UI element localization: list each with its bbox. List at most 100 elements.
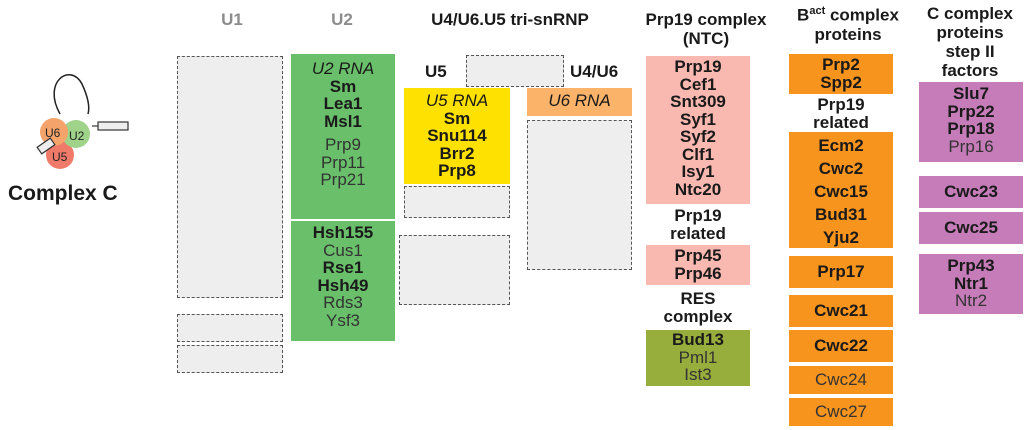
u6-rna-box: U6 RNA	[527, 88, 632, 116]
u2-protein-lea1: Lea1	[323, 94, 363, 113]
header-prp19-complex: Prp19 complex (NTC)	[626, 10, 786, 48]
header-c-line4: factors	[941, 61, 999, 80]
header-u1: U1	[221, 10, 243, 29]
u2-divider	[291, 219, 395, 221]
header-prp19-line2: (NTC)	[682, 29, 730, 48]
u5-protein-snu114: Snu114	[427, 126, 487, 145]
u5-protein-prp8: Prp8	[438, 161, 476, 180]
ntc-prp19-related-label: Prp19 related	[646, 207, 750, 242]
u1-absent-box-1	[177, 56, 283, 298]
u5-rna: U5 RNA	[425, 91, 489, 110]
cfactor-box-cwc23: Cwc23	[919, 176, 1023, 208]
icon-u6-label: U6	[45, 126, 61, 140]
bact-box-prp17: Prp17	[789, 256, 893, 288]
rna-strand-rect	[97, 121, 129, 131]
bact-box-cwc22: Cwc22	[789, 330, 893, 362]
u2-protein-prp9: Prp9	[325, 135, 361, 154]
header-tri-snrnp: U4/U6.U5 tri-snRNP	[431, 10, 589, 29]
bact-protein-cwc24: Cwc24	[815, 370, 867, 389]
cfactor-protein-ntr1: Ntr1	[953, 273, 988, 293]
u5-snrnp-box: U5 RNA Sm Snu114 Brr2 Prp8	[404, 88, 510, 184]
u5-protein-sm: Sm	[443, 108, 471, 128]
cfactor-box-slu7: Slu7 Prp22 Prp18 Prp16	[919, 82, 1023, 162]
icon-u5-label: U5	[52, 150, 68, 164]
u2-protein-rse1: Rse1	[322, 258, 364, 277]
ntc-related-box: Prp45 Prp46	[646, 245, 750, 285]
header-c-line1: C complex	[927, 4, 1013, 23]
res-complex-label: RES complex	[646, 290, 750, 325]
bact-protein-cwc2: Cwc2	[818, 159, 864, 178]
rna-strand-rect-2	[36, 137, 56, 155]
u2-protein-ysf3: Ysf3	[325, 310, 361, 330]
bact-protein-ecm2: Ecm2	[818, 136, 864, 155]
header-u2: U2	[331, 10, 353, 29]
ntc-protein-prp19: Prp19	[674, 57, 722, 76]
cfactor-protein-prp18: Prp18	[947, 119, 995, 138]
u6-circle	[40, 118, 68, 146]
bact-box-cwc27: Cwc27	[789, 398, 893, 426]
header-bact-sup: act	[809, 5, 826, 17]
u1-absent-box-3	[177, 345, 283, 373]
bact-protein-yju2: Yju2	[823, 228, 859, 247]
complex-c-label: Complex C	[8, 182, 118, 205]
u2-snrnp-box: U2 RNA Sm Lea1 Msl1 Prp9 Prp11 Prp21 Hsh…	[291, 54, 395, 341]
bact-protein-cwc22: Cwc22	[814, 336, 868, 355]
cfactor-protein-prp22: Prp22	[947, 101, 995, 121]
u2-protein-prp11: Prp11	[320, 152, 366, 172]
bact-box-cwc24: Cwc24	[789, 366, 893, 394]
bact-protein-prp2: Prp2	[822, 55, 860, 74]
res-label-line2: complex	[663, 306, 733, 326]
header-bact-rest: complex	[825, 5, 899, 25]
complex-c-icon: U6 U2 U5	[36, 73, 129, 169]
bact-related-box: Ecm2 Cwc2 Cwc15 Bud31 Yju2	[789, 132, 893, 248]
bact-protein-spp2: Spp2	[820, 72, 862, 92]
res-label-line1: RES	[680, 289, 716, 308]
u2-circle	[62, 120, 90, 148]
ntc-protein-prp46: Prp46	[674, 263, 722, 283]
res-protein-ist3: Ist3	[684, 365, 712, 384]
ntc-protein-isy1: Isy1	[681, 162, 715, 181]
u5-circle	[46, 141, 74, 169]
cfactor-protein-prp43: Prp43	[947, 256, 995, 275]
icon-u2-label: U2	[69, 129, 85, 143]
u5-absent-box	[404, 186, 510, 218]
ntc-protein-syf2: Syf2	[680, 127, 716, 146]
bact-prp19-related-label: Prp19 related	[789, 96, 893, 131]
u1-absent-box-2	[177, 314, 283, 342]
u4u6-sublabel: U4/U6	[570, 62, 619, 81]
tri-absent-top	[466, 55, 564, 87]
res-protein-pml1: Pml1	[678, 347, 718, 367]
cfactor-protein-ntr2: Ntr2	[954, 291, 988, 310]
bact-box-cwc21: Cwc21	[789, 295, 893, 327]
u2-protein-rds3: Rds3	[323, 293, 363, 312]
u2-sf3b-group: Hsh155 Cus1 Rse1 Hsh49 Rds3 Ysf3	[291, 224, 395, 329]
u5-sublabel: U5	[425, 62, 447, 81]
header-bact-b: B	[797, 5, 810, 25]
ntc-protein-snt309: Snt309	[670, 92, 726, 111]
ntc-protein-ntc20: Ntc20	[674, 179, 722, 199]
ntc-protein-clf1: Clf1	[681, 144, 715, 164]
u2-protein-cus1: Cus1	[323, 240, 363, 260]
cfactor-box-prp43: Prp43 Ntr1 Ntr2	[919, 254, 1023, 314]
header-prp19-line1: Prp19 complex	[645, 10, 767, 29]
header-bact-line2: proteins	[814, 24, 882, 44]
ntc-box: Prp19 Cef1 Snt309 Syf1 Syf2 Clf1 Isy1 Nt…	[646, 56, 750, 204]
bact-protein-bud31: Bud31	[815, 205, 867, 224]
ntc-protein-prp45: Prp45	[674, 246, 722, 265]
cfactor-protein-cwc25: Cwc25	[944, 218, 998, 237]
u6-rna: U6 RNA	[548, 91, 611, 110]
header-c-line2: proteins	[936, 23, 1004, 42]
cfactor-protein-cwc23: Cwc23	[944, 182, 998, 201]
u2-protein-hsh49: Hsh49	[317, 275, 369, 295]
bact-related-line2: related	[813, 112, 869, 132]
bact-protein-prp17: Prp17	[817, 262, 865, 281]
bact-related-line1: Prp19	[817, 95, 865, 114]
bact-protein-cwc21: Cwc21	[814, 301, 868, 320]
cfactor-protein-slu7: Slu7	[953, 84, 989, 103]
ntc-protein-cef1: Cef1	[679, 74, 717, 94]
u2-rna: U2 RNA	[311, 59, 375, 78]
ntc-related-line2: related	[670, 223, 726, 243]
u2-protein-msl1: Msl1	[324, 111, 362, 131]
bact-box-prp2: Prp2 Spp2	[789, 54, 893, 94]
u2-protein-hsh155: Hsh155	[312, 223, 374, 242]
